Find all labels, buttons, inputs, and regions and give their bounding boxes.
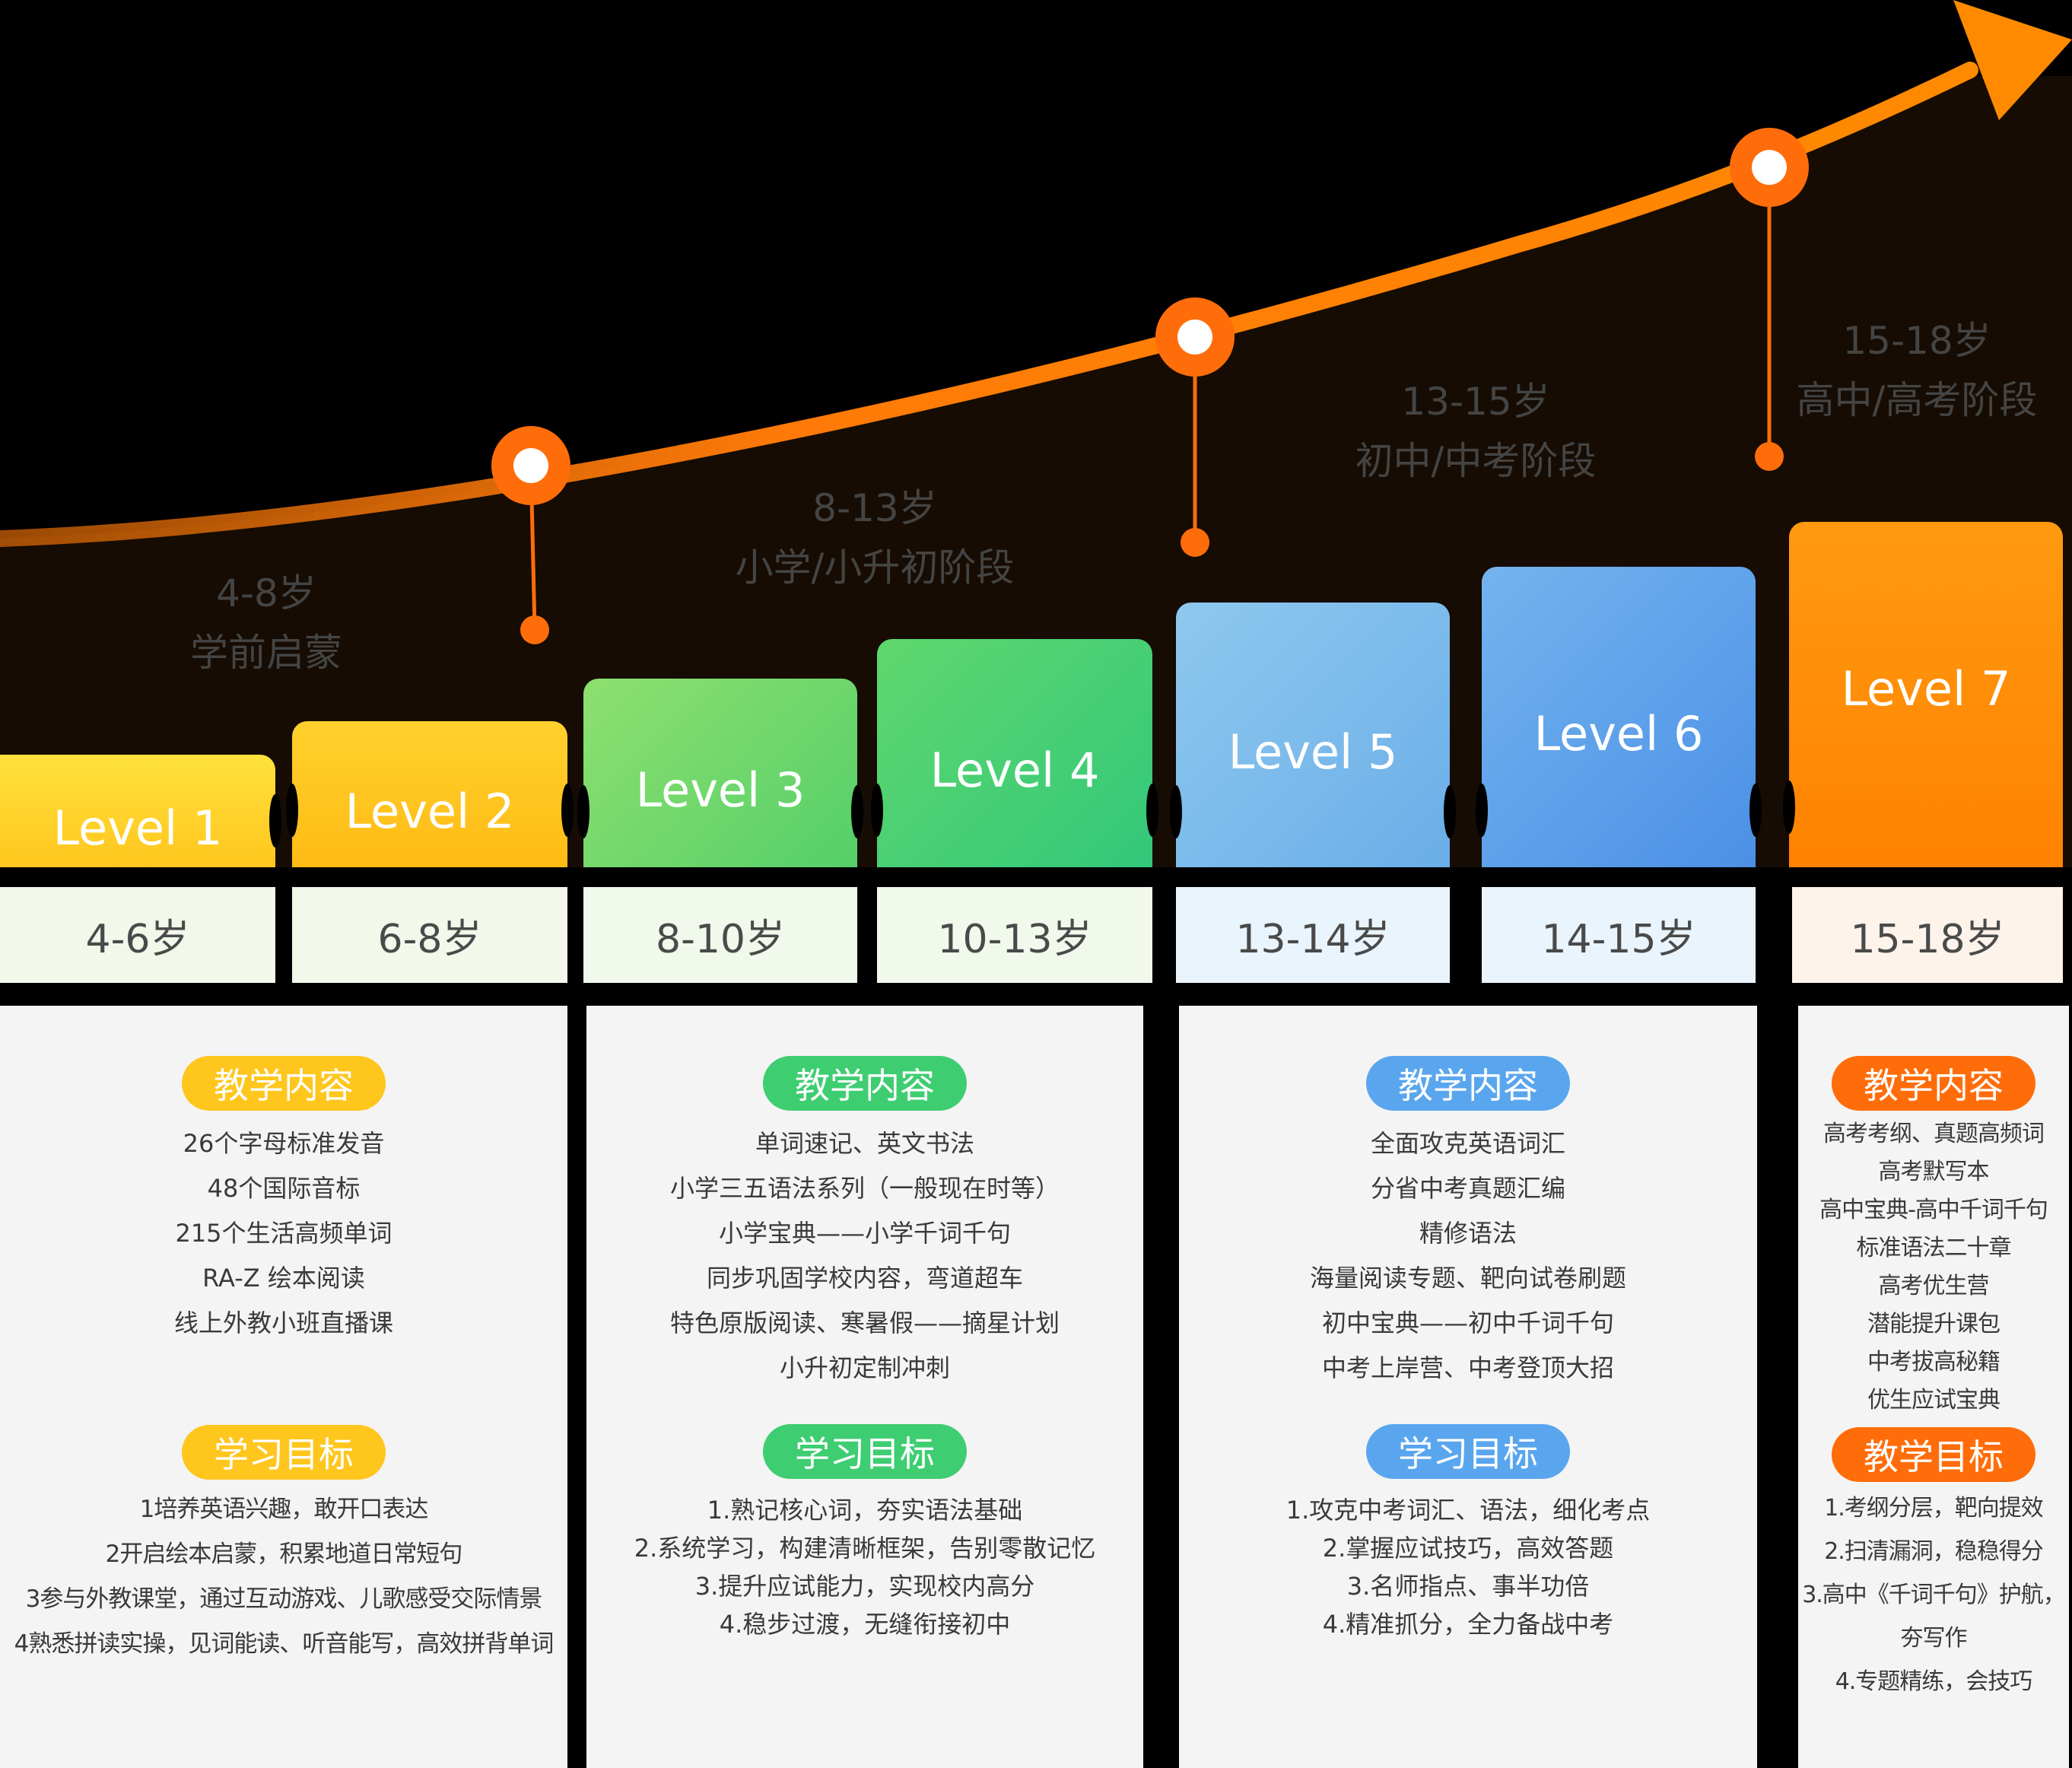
stage-card-1: 教学内容 26个字母标准发音 48个国际音标 215个生活高频单词 RA-Z 绘… (0, 1006, 567, 1768)
age-band-5: 13-14岁 (1176, 887, 1450, 983)
list-item: 2.系统学习，构建清晰框架，告别零散记忆 (634, 1534, 1096, 1563)
goal-title-pill: 学习目标 (182, 1425, 386, 1480)
content-list: 单词速记、英文书法 小学三五语法系列（一般现在时等） 小学宝典——小学千词千句 … (586, 1121, 1143, 1391)
list-item: 分省中考真题汇编 (1370, 1174, 1565, 1203)
list-item: 精修语法 (1419, 1219, 1517, 1248)
list-item: 海量阅读专题、靶向试卷刷题 (1309, 1264, 1626, 1293)
growth-arrowhead (1953, 0, 2072, 120)
level-block-6: Level 6 (1476, 567, 1762, 867)
list-item: RA-Z 绘本阅读 (202, 1264, 365, 1293)
list-item: 同步巩固学校内容，弯道超车 (706, 1264, 1023, 1293)
stage-label-1: 4-8岁 学前启蒙 (106, 564, 426, 682)
goal-list: 1培养英语兴趣，敢开口表达 2开启绘本启蒙，积累地道日常短句 3参与外教课堂，通… (0, 1487, 567, 1667)
milestone-pin-3 (1730, 128, 1809, 471)
list-item: 高考考纲、真题高频词 (1823, 1121, 2045, 1147)
age-band-2: 6-8岁 (292, 887, 567, 983)
list-item: 全面攻克英语词汇 (1370, 1129, 1565, 1158)
level-label: Level 6 (1533, 706, 1704, 762)
list-item: 夯写作 (1900, 1625, 1968, 1652)
level-label: Level 3 (635, 762, 806, 818)
level-label: Level 7 (1841, 660, 2011, 717)
stage-name: 小学/小升初阶段 (735, 545, 1015, 590)
list-item: 1培养英语兴趣，敢开口表达 (139, 1496, 429, 1523)
level-block-3: Level 3 (577, 679, 863, 867)
list-item: 2.扫清漏洞，稳稳得分 (1824, 1538, 2044, 1565)
milestone-pin-1 (491, 426, 570, 644)
content-list: 26个字母标准发音 48个国际音标 215个生活高频单词 RA-Z 绘本阅读 线… (0, 1121, 567, 1346)
stage-age: 4-8岁 (216, 571, 316, 615)
list-item: 单词速记、英文书法 (755, 1129, 974, 1158)
list-item: 中考拔高秘籍 (1867, 1349, 2000, 1375)
list-item: 高中宝典-高中千词千句 (1819, 1197, 2048, 1223)
goal-list: 1.考纲分层，靶向提效 2.扫清漏洞，稳稳得分 3.高中《千词千句》护航， 夯写… (1798, 1487, 2069, 1703)
list-item: 4.专题精练，会技巧 (1835, 1668, 2033, 1695)
list-item: 3.提升应试能力，实现校内高分 (694, 1572, 1035, 1601)
list-item: 小升初定制冲刺 (779, 1353, 950, 1382)
age-band-4: 10-13岁 (877, 887, 1152, 983)
stage-age: 13-15岁 (1401, 380, 1550, 424)
stage-age: 15-18岁 (1842, 319, 1991, 363)
goal-list: 1.攻克中考词汇、语法，细化考点 2.掌握应试技巧，高效答题 3.名师指点、事半… (1179, 1491, 1757, 1643)
list-item: 高考优生营 (1878, 1273, 1990, 1299)
list-item: 高考默写本 (1878, 1159, 1990, 1185)
list-item: 初中宝典——初中千词千句 (1321, 1309, 1614, 1337)
stage-name: 学前启蒙 (190, 630, 342, 675)
list-item: 中考上岸营、中考登顶大招 (1321, 1353, 1614, 1382)
content-title-pill: 教学内容 (182, 1056, 386, 1111)
list-item: 215个生活高频单词 (175, 1219, 392, 1248)
level-block-2: Level 2 (286, 721, 574, 867)
list-item: 2.掌握应试技巧，高效答题 (1322, 1534, 1614, 1563)
age-band-3: 8-10岁 (583, 887, 857, 983)
list-item: 小学宝典——小学千词千句 (718, 1219, 1011, 1248)
level-block-7: Level 7 (1783, 522, 2063, 867)
stage-card-2: 教学内容 单词速记、英文书法 小学三五语法系列（一般现在时等） 小学宝典——小学… (586, 1006, 1143, 1768)
stage-name: 高中/高考阶段 (1796, 377, 2038, 422)
list-item: 特色原版阅读、寒暑假——摘星计划 (669, 1309, 1060, 1337)
list-item: 潜能提升课包 (1867, 1311, 2000, 1337)
list-item: 3参与外教课堂，通过互动游戏、儿歌感受交际情景 (25, 1585, 543, 1613)
list-item: 4.稳步过渡，无缝衔接初中 (719, 1610, 1011, 1639)
content-title-pill: 教学内容 (763, 1056, 967, 1111)
list-item: 4熟悉拼读实操，见词能读、听音能写，高效拼背单词 (14, 1630, 555, 1658)
content-list: 高考考纲、真题高频词 高考默写本 高中宝典-高中千词千句 标准语法二十章 高考优… (1798, 1115, 2069, 1420)
level-block-5: Level 5 (1170, 603, 1456, 867)
level-label: Level 4 (930, 742, 1100, 798)
list-item: 优生应试宝典 (1867, 1387, 2000, 1413)
list-item: 1.攻克中考词汇、语法，细化考点 (1285, 1496, 1651, 1525)
goal-title-pill: 学习目标 (1366, 1424, 1570, 1479)
list-item: 26个字母标准发音 (183, 1129, 385, 1158)
content-title-pill: 教学内容 (1832, 1056, 2035, 1111)
content-title-pill: 教学内容 (1366, 1056, 1570, 1111)
level-block-1: Level 1 (0, 755, 281, 867)
list-item: 4.精准抓分，全力备战中考 (1322, 1610, 1614, 1639)
stage-name: 初中/中考阶段 (1355, 438, 1597, 483)
age-band-7: 15-18岁 (1792, 887, 2063, 983)
list-item: 3.高中《千词千句》护航， (1802, 1582, 2066, 1608)
level-label: Level 5 (1228, 723, 1398, 780)
list-item: 3.名师指点、事半功倍 (1346, 1572, 1590, 1601)
level-block-4: Level 4 (871, 639, 1158, 867)
age-band-1: 4-6岁 (0, 887, 275, 983)
stage-label-3: 13-15岁 初中/中考阶段 (1293, 373, 1658, 491)
list-item: 线上外教小班直播课 (173, 1309, 393, 1337)
stage-card-4: 教学内容 高考考纲、真题高频词 高考默写本 高中宝典-高中千词千句 标准语法二十… (1798, 1006, 2069, 1768)
level-label: Level 1 (52, 800, 223, 856)
age-band-6: 14-15岁 (1482, 887, 1756, 983)
list-item: 1.考纲分层，靶向提效 (1824, 1495, 2044, 1522)
goal-title-pill: 教学目标 (1832, 1427, 2035, 1482)
list-item: 48个国际音标 (207, 1174, 361, 1203)
list-item: 1.熟记核心词，夯实语法基础 (707, 1496, 1023, 1525)
content-list: 全面攻克英语词汇 分省中考真题汇编 精修语法 海量阅读专题、靶向试卷刷题 初中宝… (1179, 1121, 1757, 1391)
list-item: 2开启绘本启蒙，积累地道日常短句 (105, 1541, 463, 1568)
goal-list: 1.熟记核心词，夯实语法基础 2.系统学习，构建清晰框架，告别零散记忆 3.提升… (586, 1491, 1143, 1643)
list-item: 小学三五语法系列（一般现在时等） (669, 1174, 1060, 1203)
stage-card-3: 教学内容 全面攻克英语词汇 分省中考真题汇编 精修语法 海量阅读专题、靶向试卷刷… (1179, 1006, 1757, 1768)
stage-label-2: 8-13岁 小学/小升初阶段 (669, 479, 1080, 597)
milestone-pin-2 (1155, 297, 1235, 557)
list-item: 标准语法二十章 (1856, 1235, 2012, 1261)
goal-title-pill: 学习目标 (763, 1424, 967, 1479)
stage-age: 8-13岁 (812, 486, 937, 530)
level-label: Level 2 (345, 783, 515, 839)
stage-label-4: 15-18岁 高中/高考阶段 (1757, 312, 2072, 430)
